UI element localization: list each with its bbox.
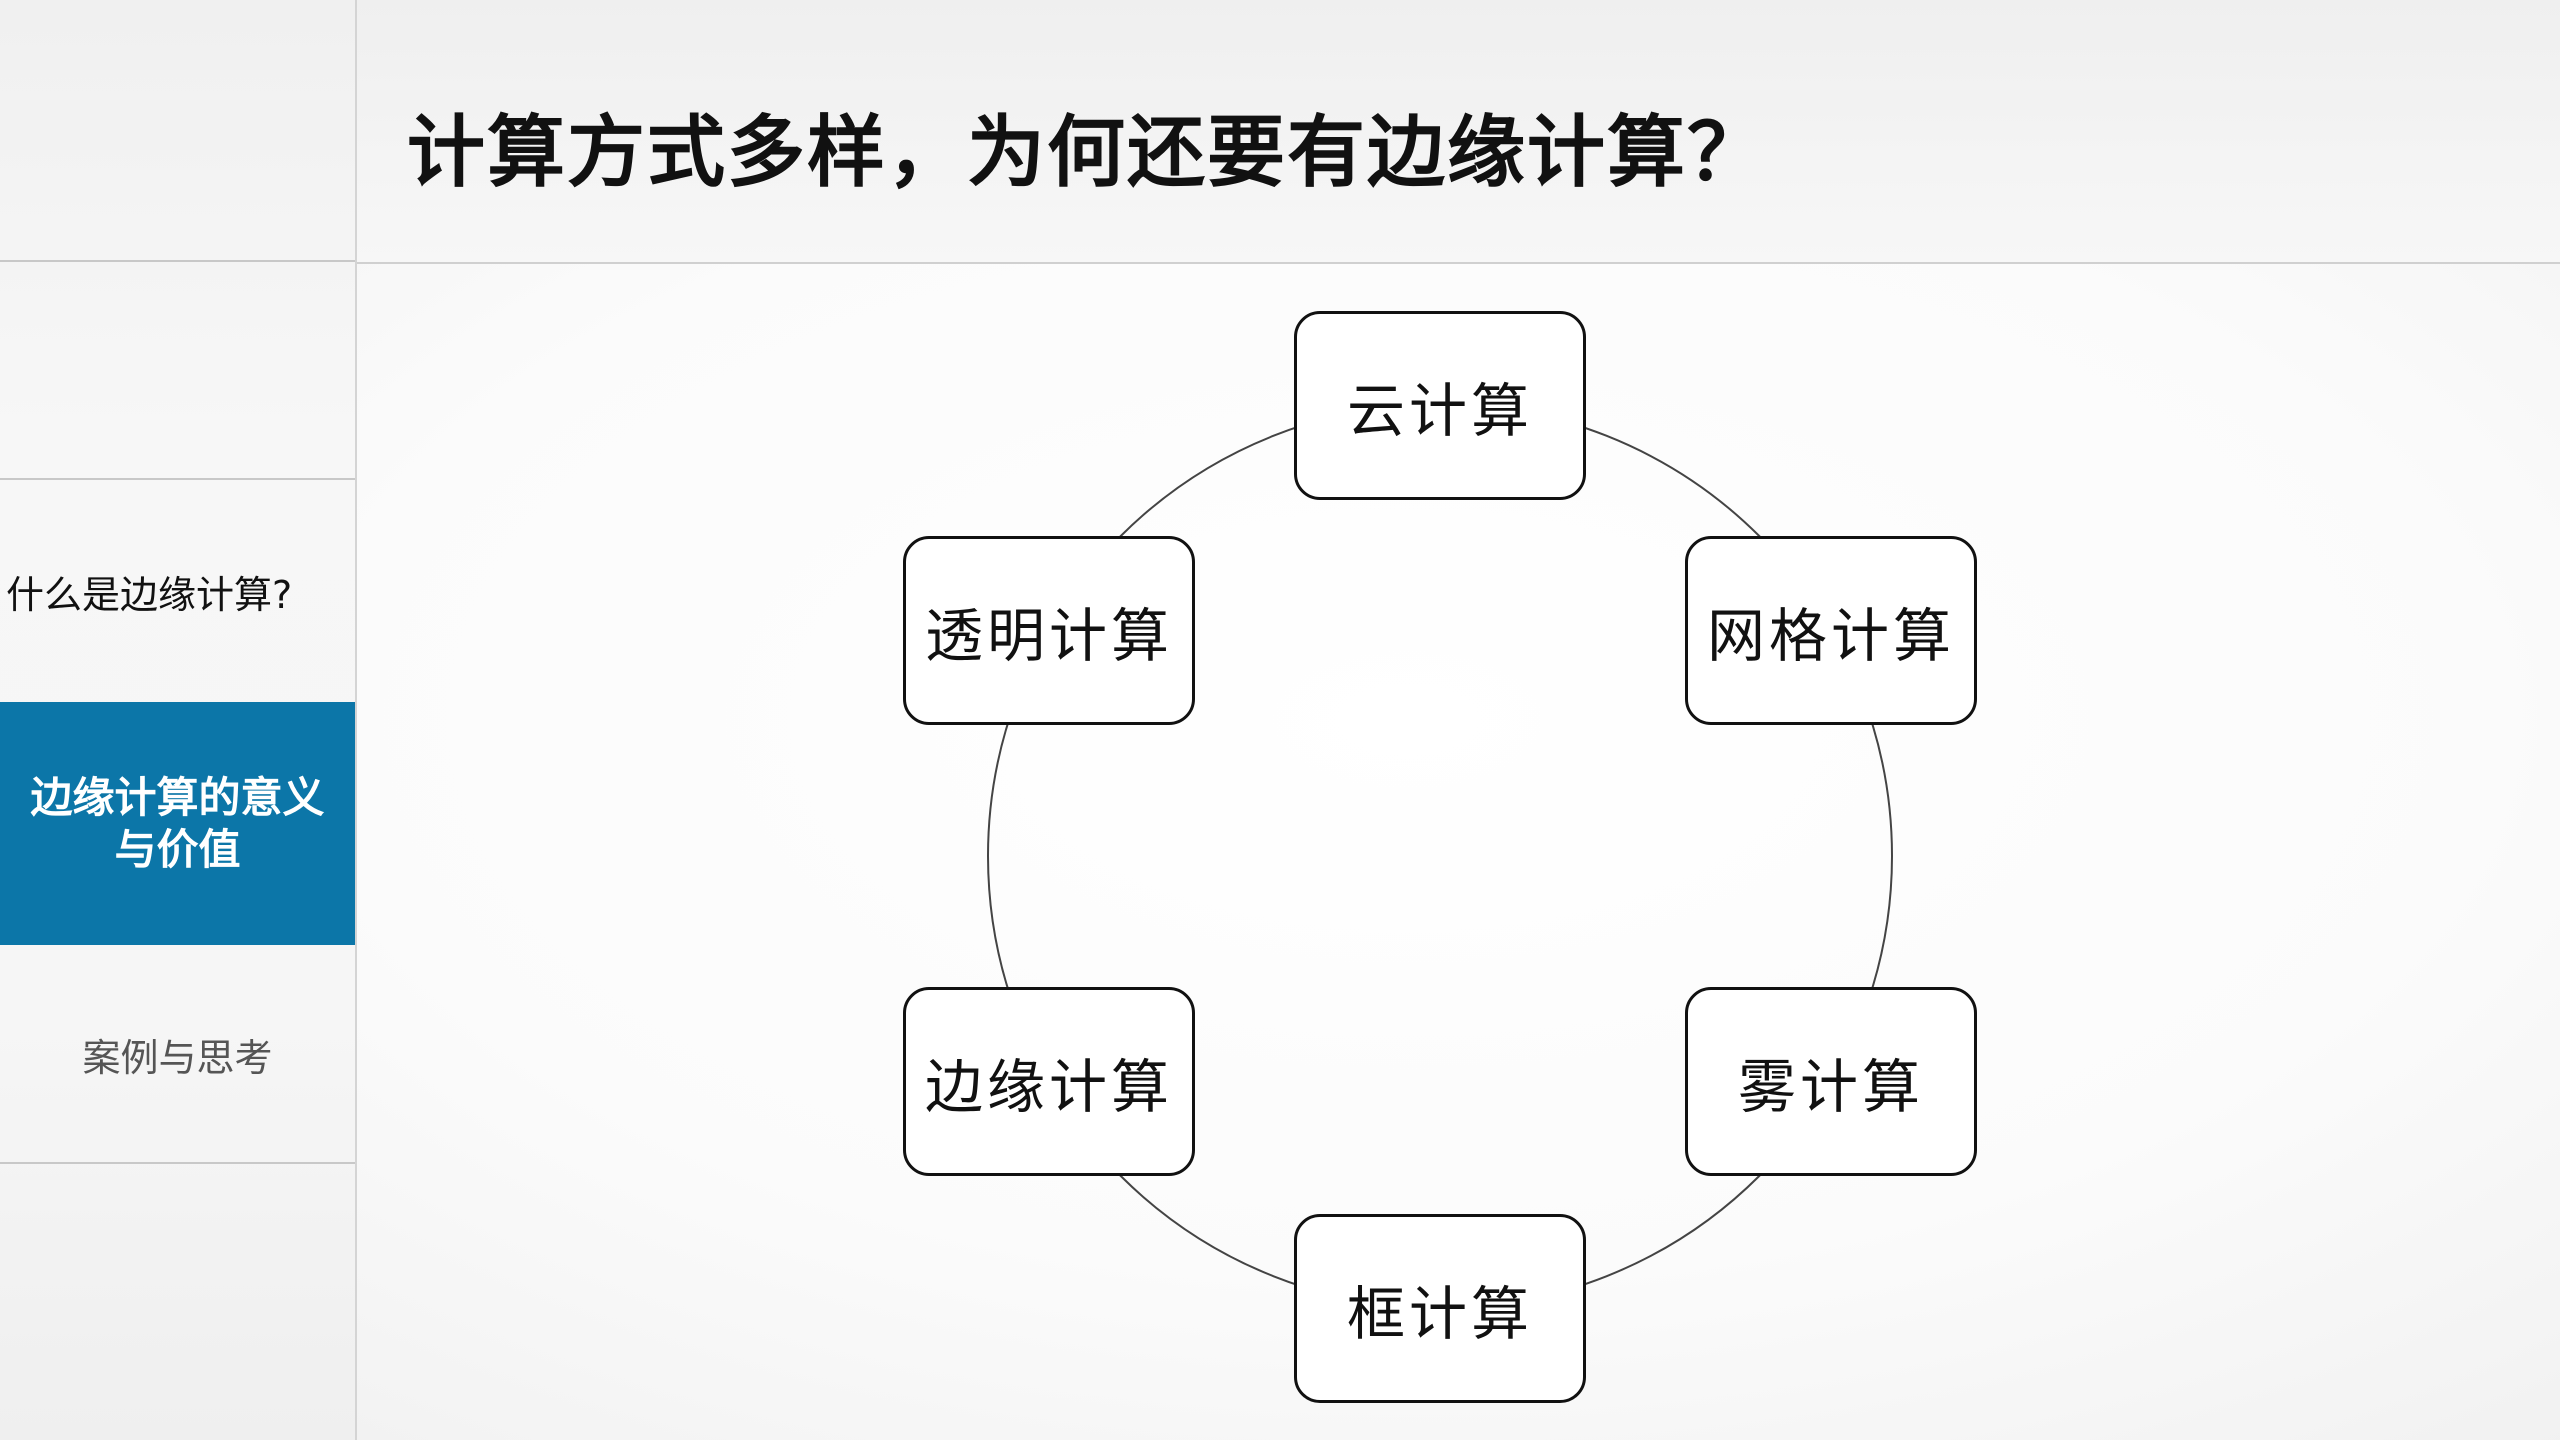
- sidebar-item-label: 案例与思考: [82, 1035, 273, 1080]
- sidebar-item-cases-and-thoughts[interactable]: 案例与思考: [0, 945, 355, 1163]
- sidebar-divider: [0, 1162, 355, 1164]
- node-edge-computing[interactable]: 边缘计算: [903, 987, 1195, 1176]
- sidebar-divider: [0, 478, 355, 480]
- node-fog-computing[interactable]: 雾计算: [1685, 987, 1977, 1176]
- node-cloud-computing[interactable]: 云计算: [1294, 311, 1586, 500]
- sidebar-item-label: 什么是边缘计算?: [6, 572, 293, 617]
- header: 计算方式多样，为何还要有边缘计算？: [357, 0, 2560, 264]
- node-grid-computing[interactable]: 网格计算: [1685, 536, 1977, 725]
- sidebar-item-label-line1: 边缘计算的意义: [30, 772, 325, 822]
- sidebar-item-significance-and-value[interactable]: 边缘计算的意义 与价值: [0, 702, 355, 945]
- sidebar-divider: [0, 260, 355, 262]
- node-transparent-computing[interactable]: 透明计算: [903, 536, 1195, 725]
- sidebar-item-label-line2: 与价值: [114, 824, 241, 874]
- node-box-computing[interactable]: 框计算: [1294, 1214, 1586, 1403]
- sidebar-item-what-is-edge-computing[interactable]: 什么是边缘计算?: [0, 480, 355, 702]
- page-title: 计算方式多样，为何还要有边缘计算？: [407, 108, 1768, 198]
- sidebar: 什么是边缘计算? 边缘计算的意义 与价值 案例与思考: [0, 0, 357, 1440]
